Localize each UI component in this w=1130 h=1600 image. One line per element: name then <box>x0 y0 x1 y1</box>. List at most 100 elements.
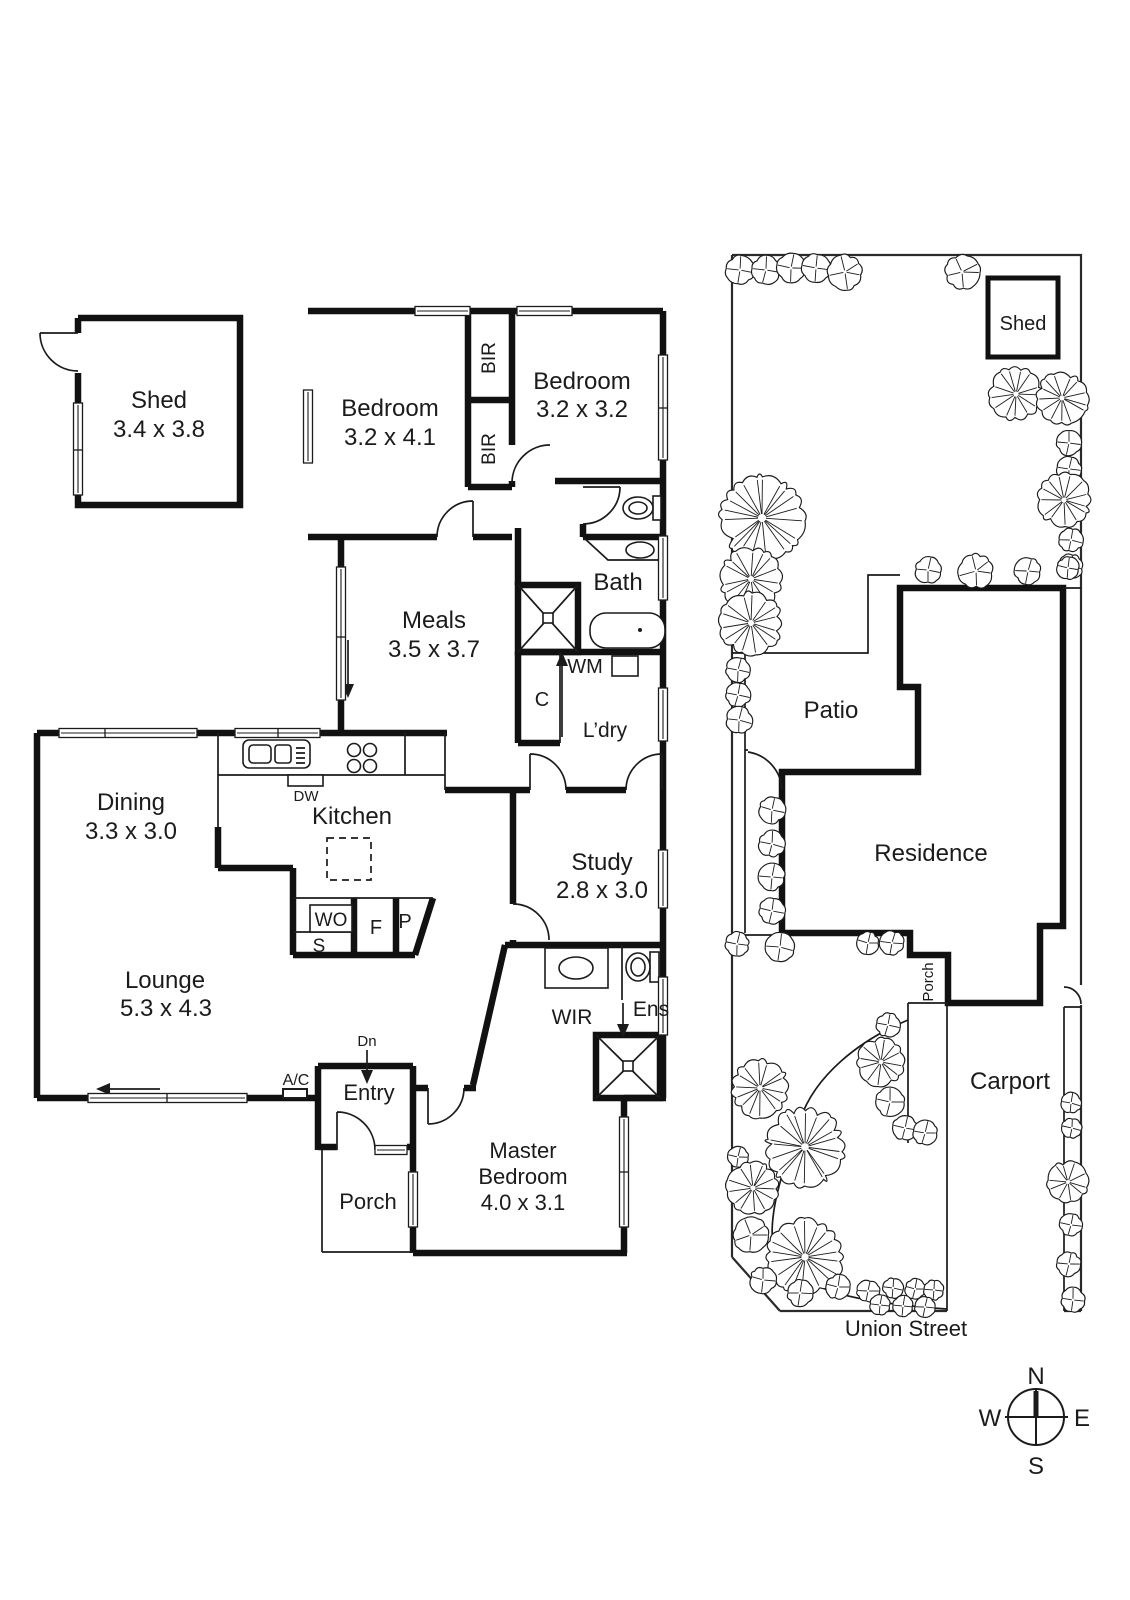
tree-icon <box>717 590 783 657</box>
tree-icon <box>1060 1286 1086 1313</box>
fixture-label-dw: DW <box>294 788 320 805</box>
compass-north-label: N <box>1027 1363 1044 1390</box>
residence-outline <box>778 584 1067 1007</box>
kitchen-island <box>326 837 372 881</box>
room-dims-bedroom2: 3.2 x 3.2 <box>536 396 628 423</box>
fixtures <box>242 495 666 1099</box>
tree-icon <box>875 1086 906 1118</box>
tree-icon <box>878 930 905 956</box>
fixture-label-c: C <box>535 689 549 711</box>
tree-icon <box>725 705 754 734</box>
tree-icon <box>717 473 807 562</box>
tree-icon <box>725 657 751 684</box>
tree-icon <box>764 931 796 963</box>
window-icon <box>374 1144 408 1156</box>
basin-icon <box>625 541 655 559</box>
ac-unit-icon <box>282 1088 308 1099</box>
tree-icon <box>944 253 982 290</box>
room-dims-study: 2.8 x 3.0 <box>556 877 648 904</box>
room-label-bedroom1: Bedroom <box>341 395 438 422</box>
site-label-residence: Residence <box>874 840 987 867</box>
site-label-shed: Shed <box>1000 313 1047 335</box>
closet-label-bir-bottom: BIR <box>479 433 500 465</box>
site-label-patio: Patio <box>804 697 859 724</box>
tree-icon <box>826 253 863 292</box>
room-label-porch: Porch <box>339 1189 396 1214</box>
window-icon <box>516 305 573 317</box>
room-label-study: Study <box>571 849 632 876</box>
site-label-carport: Carport <box>970 1068 1050 1095</box>
tree-icon <box>765 1216 844 1295</box>
siteplan <box>717 252 1092 1318</box>
tree-icon <box>856 930 880 956</box>
room-dims-master: 4.0 x 3.1 <box>481 1190 565 1215</box>
room-dims-dining: 3.3 x 3.0 <box>85 818 177 845</box>
direction-arrows <box>96 640 629 1095</box>
dishwasher-icon <box>287 774 324 787</box>
window-icon <box>87 1092 248 1104</box>
tree-icon <box>724 254 756 285</box>
sink-icon <box>242 739 311 769</box>
stair-label-dn: Dn <box>357 1033 376 1050</box>
site-label-porch: Porch <box>920 962 937 1001</box>
window-icon <box>58 727 198 739</box>
room-label-master-1: Master <box>489 1138 556 1163</box>
tree-icon <box>775 252 807 284</box>
stove-icon <box>346 742 378 774</box>
fixture-label-wo: WO <box>315 910 348 931</box>
fixture-label-s: S <box>313 936 326 957</box>
tree-icon <box>957 552 994 589</box>
tree-icon <box>758 796 787 825</box>
tree-icon <box>875 1012 902 1038</box>
tree-icon <box>914 556 942 584</box>
site-shed-outline <box>985 275 1061 360</box>
tree-icon <box>987 366 1044 422</box>
fixture-label-p: P <box>398 911 411 933</box>
window-icon <box>618 1116 630 1228</box>
room-dims-bedroom1: 3.2 x 4.1 <box>344 424 436 451</box>
tree-icon <box>725 682 752 708</box>
room-label-lounge: Lounge <box>125 967 205 994</box>
tree-icon <box>1055 429 1083 457</box>
tree-icon <box>764 1106 846 1189</box>
tree-icon <box>725 1160 780 1215</box>
tree-icon <box>1046 1160 1090 1204</box>
floorplan-walls <box>33 307 667 1257</box>
toilet-icon <box>622 495 662 521</box>
window-icon <box>414 305 471 317</box>
room-label-bath: Bath <box>593 569 642 596</box>
tree-icon <box>1036 471 1092 528</box>
tree-icon <box>1060 1117 1083 1139</box>
tree-icon <box>758 897 787 925</box>
room-label-shed: Shed <box>131 387 187 414</box>
tree-icon <box>1058 1213 1084 1237</box>
tree-icon <box>1060 1091 1083 1114</box>
room-dims-lounge: 5.3 x 4.3 <box>120 995 212 1022</box>
tree-icon <box>913 1296 936 1318</box>
crossover-gate-arc <box>1063 986 1082 1005</box>
room-dims-meals: 3.5 x 3.7 <box>388 636 480 663</box>
fixture-label-ac: A/C <box>283 1072 310 1089</box>
room-label-kitchen: Kitchen <box>312 803 392 830</box>
room-label-entry: Entry <box>343 1080 394 1105</box>
tree-icon <box>869 1294 891 1316</box>
window-icon <box>335 566 347 701</box>
toilet-icon <box>625 951 660 983</box>
tree-icon <box>891 1115 918 1141</box>
compass-west-label: W <box>979 1405 1002 1432</box>
tree-icon <box>825 1273 851 1300</box>
closet-label-bir-top: BIR <box>479 342 500 374</box>
bathtub-icon <box>589 612 666 649</box>
door-arcs <box>39 332 663 1151</box>
window-icon <box>657 849 669 909</box>
tree-icon <box>786 1278 814 1308</box>
window-icon <box>657 976 669 1036</box>
tree-icon <box>750 254 781 285</box>
fixture-label-wm: WM <box>567 656 603 678</box>
window-icon <box>657 354 669 461</box>
site-label-street: Union Street <box>845 1316 967 1341</box>
window-icon <box>72 402 84 496</box>
tree-icon <box>726 1145 749 1168</box>
